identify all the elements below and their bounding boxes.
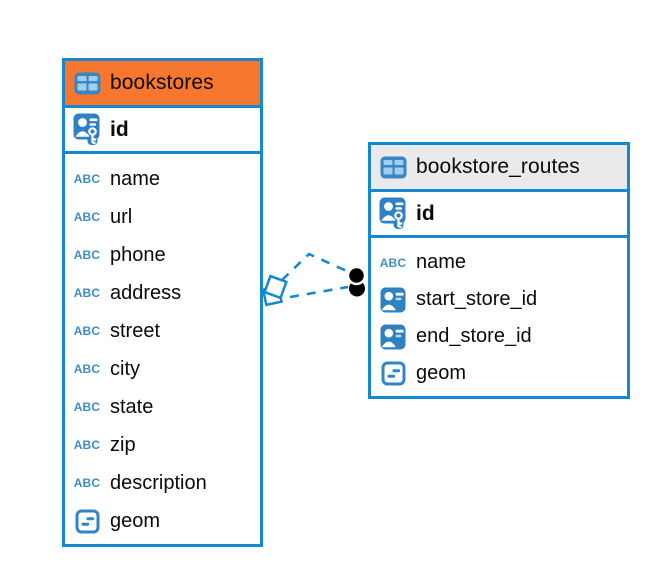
relationship-dot-endpoint-bottom[interactable] — [349, 280, 365, 297]
text-type-icon: ABC — [73, 286, 101, 300]
primary-key-icon — [72, 113, 102, 146]
primary-key-name: id — [110, 117, 129, 141]
text-type-icon: ABC — [73, 324, 101, 338]
relationship-dot-endpoint-top[interactable] — [346, 265, 367, 286]
column-row[interactable]: end_store_id — [371, 318, 627, 355]
column-name: street — [110, 319, 161, 342]
text-type-icon: ABC — [73, 248, 101, 262]
column-row[interactable]: ABC phone — [65, 236, 260, 274]
table-title: bookstore_routes — [416, 155, 580, 178]
foreign-key-type-icon — [378, 287, 408, 313]
column-name: address — [110, 281, 182, 304]
relationship-line-lower[interactable] — [289, 285, 349, 299]
relationship-diamond-endpoint-front[interactable] — [263, 274, 288, 300]
relationship-line-upper[interactable] — [281, 252, 350, 281]
table-header[interactable]: bookstore_routes — [371, 145, 627, 192]
column-row[interactable]: geom — [65, 502, 260, 540]
column-row[interactable]: ABC zip — [65, 426, 260, 464]
column-name: description — [110, 471, 207, 494]
primary-key-icon — [378, 197, 408, 230]
text-type-icon: ABC — [73, 438, 101, 452]
column-row[interactable]: start_store_id — [371, 281, 627, 318]
column-name: name — [110, 167, 161, 190]
column-name: geom — [110, 509, 161, 532]
text-type-icon: ABC — [73, 172, 101, 186]
foreign-key-type-icon — [378, 324, 408, 350]
primary-key-name: id — [416, 201, 435, 225]
entity-table-bookstore-routes[interactable]: bookstore_routes id ABC — [368, 142, 630, 399]
column-name: name — [416, 251, 467, 273]
text-type-icon: ABC — [73, 362, 101, 376]
text-type-icon: ABC — [73, 476, 101, 490]
column-row[interactable]: ABC address — [65, 274, 260, 312]
table-header[interactable]: bookstores — [65, 61, 260, 108]
column-list: ABC name ABC url ABC phone ABC address A… — [65, 154, 260, 544]
table-title: bookstores — [110, 71, 214, 94]
column-row[interactable]: ABC description — [65, 464, 260, 502]
column-row[interactable]: ABC name — [65, 160, 260, 198]
column-name: state — [110, 395, 154, 418]
column-name: url — [110, 205, 133, 228]
primary-key-row[interactable]: id — [65, 108, 260, 154]
geometry-type-icon — [378, 361, 408, 386]
column-row[interactable]: ABC street — [65, 312, 260, 350]
column-name: geom — [416, 362, 467, 384]
text-type-icon: ABC — [73, 400, 101, 414]
text-type-icon: ABC — [379, 255, 407, 270]
column-row[interactable]: ABC city — [65, 350, 260, 388]
entity-table-bookstores[interactable]: bookstores id ABC nam — [62, 58, 263, 547]
table-icon — [378, 156, 408, 179]
column-row[interactable]: geom — [371, 355, 627, 392]
column-list: ABC name start_store_id end_store_id geo… — [371, 238, 627, 396]
geometry-type-icon — [72, 509, 102, 534]
column-row[interactable]: ABC name — [371, 244, 627, 281]
column-name: zip — [110, 433, 136, 456]
column-name: end_store_id — [416, 325, 532, 347]
column-name: start_store_id — [416, 288, 538, 310]
column-row[interactable]: ABC state — [65, 388, 260, 426]
column-name: city — [110, 357, 140, 380]
relationship-diamond-endpoint-back[interactable] — [261, 285, 283, 307]
text-type-icon: ABC — [73, 210, 101, 224]
primary-key-row[interactable]: id — [371, 192, 627, 238]
column-row[interactable]: ABC url — [65, 198, 260, 236]
column-name: phone — [110, 243, 166, 266]
table-icon — [72, 72, 102, 95]
